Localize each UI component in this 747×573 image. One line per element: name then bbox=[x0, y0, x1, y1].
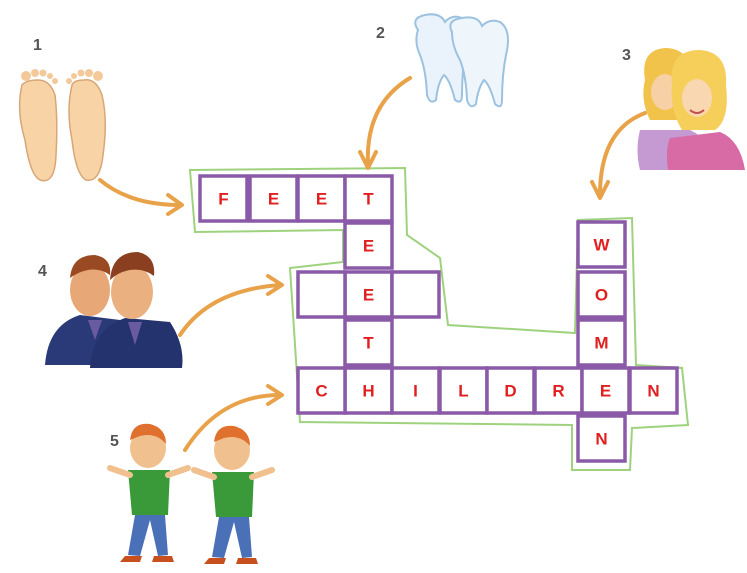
teeth-cell: H bbox=[343, 366, 394, 415]
cell-letter: W bbox=[593, 236, 610, 255]
teeth-icon bbox=[414, 13, 509, 108]
cell-letter: H bbox=[362, 382, 374, 401]
cell-letter: E bbox=[316, 190, 327, 209]
feet-cell: E bbox=[296, 174, 347, 223]
cell-letter: N bbox=[647, 382, 659, 401]
children-cell: I bbox=[390, 366, 441, 415]
children-cell: R bbox=[533, 366, 584, 415]
feet-cell: F bbox=[198, 174, 249, 223]
clue-number-4: 4 bbox=[38, 263, 47, 280]
children-cell: D bbox=[485, 366, 536, 415]
clue-number-3: 3 bbox=[622, 47, 631, 64]
arrow-1 bbox=[98, 178, 182, 207]
feet-icon bbox=[18, 69, 106, 182]
cell-letter: N bbox=[595, 430, 607, 449]
men-icon bbox=[45, 252, 183, 368]
children-cell: N bbox=[628, 366, 679, 415]
arrow-4 bbox=[178, 283, 282, 337]
clue-number-5: 5 bbox=[110, 433, 119, 450]
children-cell: E bbox=[580, 366, 631, 415]
cell-letter: I bbox=[413, 382, 418, 401]
women-cell: N bbox=[576, 414, 627, 463]
cell-letter: M bbox=[594, 334, 608, 353]
children-cell: C bbox=[296, 366, 347, 415]
cell-letter: O bbox=[595, 286, 608, 305]
cell-letter: T bbox=[363, 334, 374, 353]
women-icon bbox=[637, 48, 745, 170]
cell-letter: E bbox=[363, 237, 374, 256]
children-cell: L bbox=[438, 366, 489, 415]
cell-letter: E bbox=[363, 286, 374, 305]
cell-letter: D bbox=[504, 382, 516, 401]
grid-shadow bbox=[188, 166, 690, 471]
cell-letter: C bbox=[315, 382, 327, 401]
children-icon bbox=[107, 423, 275, 564]
women-cell: O bbox=[576, 270, 627, 319]
teeth-cell: T bbox=[343, 174, 394, 223]
arrow-5 bbox=[183, 393, 282, 452]
cell-letter: L bbox=[458, 382, 468, 401]
arrow-2 bbox=[365, 76, 412, 167]
men-cell bbox=[296, 270, 347, 319]
women-cell: M bbox=[576, 318, 627, 367]
cell-letter: E bbox=[600, 382, 611, 401]
arrows bbox=[98, 76, 647, 452]
cell-letter: E bbox=[268, 190, 279, 209]
cell-letter: R bbox=[552, 382, 564, 401]
feet-cell: E bbox=[248, 174, 299, 223]
cell-letter: F bbox=[218, 190, 228, 209]
teeth-cell: E bbox=[343, 221, 394, 270]
cell-letter: T bbox=[363, 190, 374, 209]
crossword-grid: F E E T E E T H C I L D R E N W O M N bbox=[198, 174, 679, 463]
women-cell: W bbox=[576, 220, 627, 269]
teeth-cell: E bbox=[343, 270, 394, 319]
teeth-cell: T bbox=[343, 318, 394, 367]
clue-number-1: 1 bbox=[33, 37, 42, 54]
men-cell bbox=[390, 270, 441, 319]
clue-number-2: 2 bbox=[376, 25, 385, 42]
arrow-3 bbox=[598, 111, 647, 197]
